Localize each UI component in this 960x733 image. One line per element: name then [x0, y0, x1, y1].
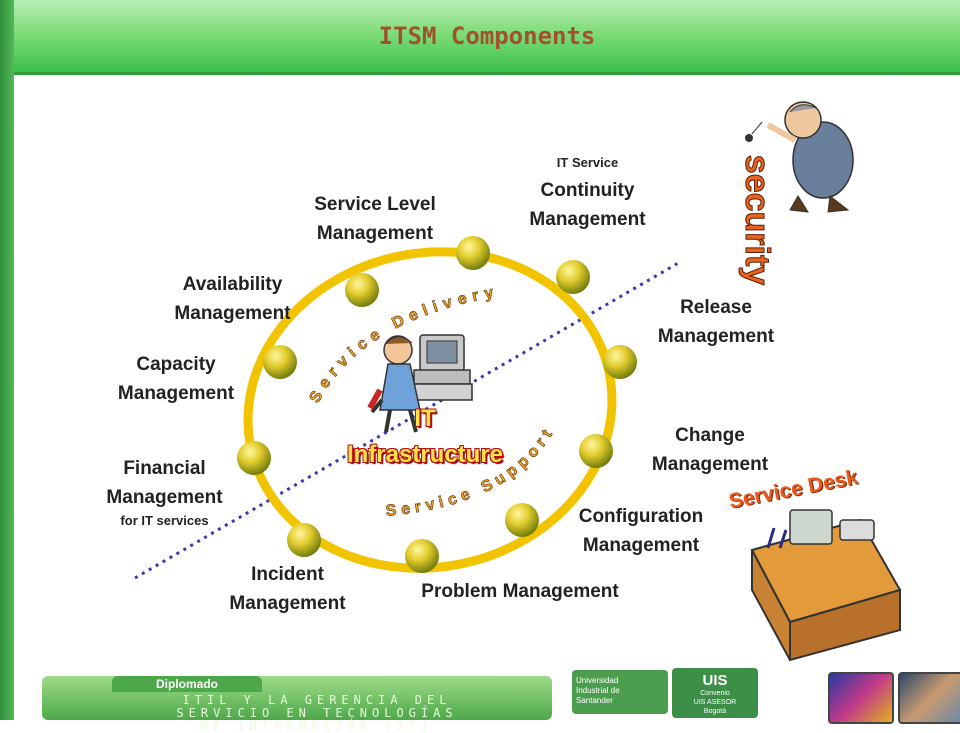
logo-text: UIS ASESOR: [693, 699, 737, 706]
label-problem-management: Problem Management: [421, 581, 619, 602]
label-availability-management: Availability Management: [150, 270, 315, 328]
label-service-level-management: Service Level Management: [290, 190, 460, 248]
node-release: [603, 345, 637, 379]
footer-banner-tab: Diplomado: [112, 676, 262, 692]
label-financial-management: Financial Management for IT services: [82, 454, 247, 530]
label-line: Service Level: [314, 194, 436, 215]
logo-text: Convenio: [700, 690, 730, 697]
node-capacity: [263, 345, 297, 379]
footer-strip: Diplomado ITIL Y LA GERENCIA DEL SERVICI…: [14, 664, 960, 733]
label-configuration-management: Configuration Management: [555, 502, 727, 560]
label-line: Management: [174, 303, 291, 324]
center-label-infrastructure: Infrastructure: [346, 441, 504, 468]
security-label: security: [738, 154, 777, 285]
security-guy-illustration: [745, 101, 854, 213]
node-service-level: [456, 236, 490, 270]
label-line: Management: [106, 487, 223, 508]
footer-banner-line: DE INFORMACIÓN (IT): [200, 719, 434, 733]
service-desk-illustration: [750, 509, 902, 662]
logo-text: Bogotá: [703, 708, 727, 715]
left-accent-bar: [0, 0, 14, 720]
logo-text: Santander: [576, 696, 613, 705]
footer-banner-line: ITIL Y LA GERENCIA DEL: [182, 693, 452, 707]
dotted-divider-line: [134, 260, 681, 580]
header-bar: ITSM Components: [14, 0, 960, 75]
node-continuity: [556, 260, 590, 294]
footer-thumbnail-1: [828, 672, 894, 724]
center-label-it: IT: [414, 405, 436, 432]
logo-text: Universidad: [576, 676, 619, 685]
label-line: Change: [675, 425, 745, 446]
logo-title: UIS: [702, 672, 728, 689]
node-configuration: [505, 503, 539, 537]
label-small: for IT services: [120, 513, 209, 528]
node-change: [579, 434, 613, 468]
it-worker-illustration: [367, 334, 473, 433]
label-small: IT Service: [556, 155, 619, 170]
label-line: Management: [117, 383, 235, 404]
uis-logo-box: Universidad Industrial de Santander: [572, 670, 668, 714]
label-line: Release: [680, 297, 752, 318]
node-problem: [405, 539, 439, 573]
label-line: Configuration: [578, 506, 704, 527]
label-line: Management: [316, 223, 434, 244]
label-line: Management: [529, 209, 646, 230]
label-release-management: Release Management: [636, 293, 796, 351]
label-line: Financial: [123, 458, 206, 479]
node-incident: [287, 523, 321, 557]
uis-convenio-logo-box: UIS Convenio UIS ASESOR Bogotá: [672, 668, 758, 718]
svg-text:security: security: [738, 155, 776, 285]
label-line: Continuity: [540, 180, 635, 201]
label-line: Management: [651, 454, 769, 475]
page-title: ITSM Components: [378, 22, 596, 50]
node-financial: [237, 441, 271, 475]
node-availability: [345, 273, 379, 307]
label-line: Incident: [251, 564, 324, 585]
footer-banner: Diplomado ITIL Y LA GERENCIA DEL SERVICI…: [42, 676, 552, 733]
label-capacity-management: Capacity Management: [96, 350, 256, 408]
label-continuity-management: IT Service Continuity Management: [505, 154, 670, 234]
label-line: Management: [229, 593, 346, 614]
footer-thumbnail-2: [898, 672, 960, 724]
footer-banner-line: SERVICIO EN TECNOLOGÍAS: [176, 706, 458, 720]
logo-text: Industrial de: [576, 686, 620, 695]
label-line: Management: [657, 326, 775, 347]
footer-banner-text: ITIL Y LA GERENCIA DEL SERVICIO EN TECNO…: [82, 694, 552, 733]
label-change-management: Change Management: [630, 421, 790, 479]
label-line: Management: [582, 535, 700, 556]
label-incident-management: Incident Management: [205, 560, 370, 618]
label-line: Capacity: [136, 354, 216, 375]
label-line: Availability: [182, 274, 283, 295]
